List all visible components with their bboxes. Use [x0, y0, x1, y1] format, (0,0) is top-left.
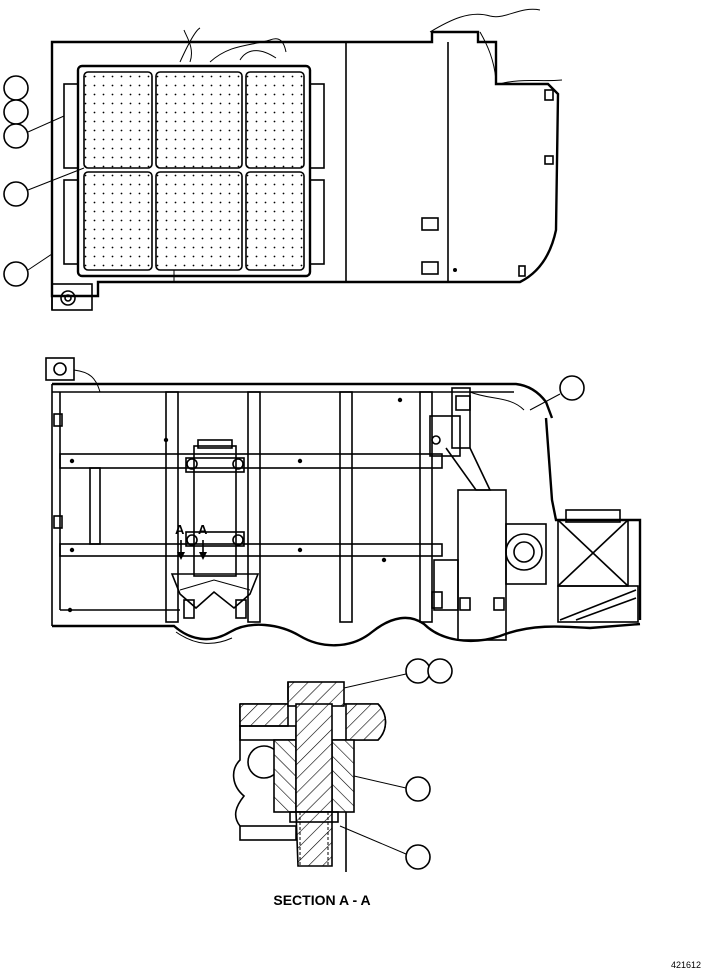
section-label: SECTION A - A — [273, 892, 370, 908]
figure-number: 421612 — [671, 960, 701, 970]
section-marker-left: A — [175, 522, 185, 537]
side-view: A A — [45, 357, 642, 647]
section-marker-right: A — [198, 522, 208, 537]
section-view: SECTION A - A — [232, 658, 453, 908]
top-view — [3, 8, 563, 311]
